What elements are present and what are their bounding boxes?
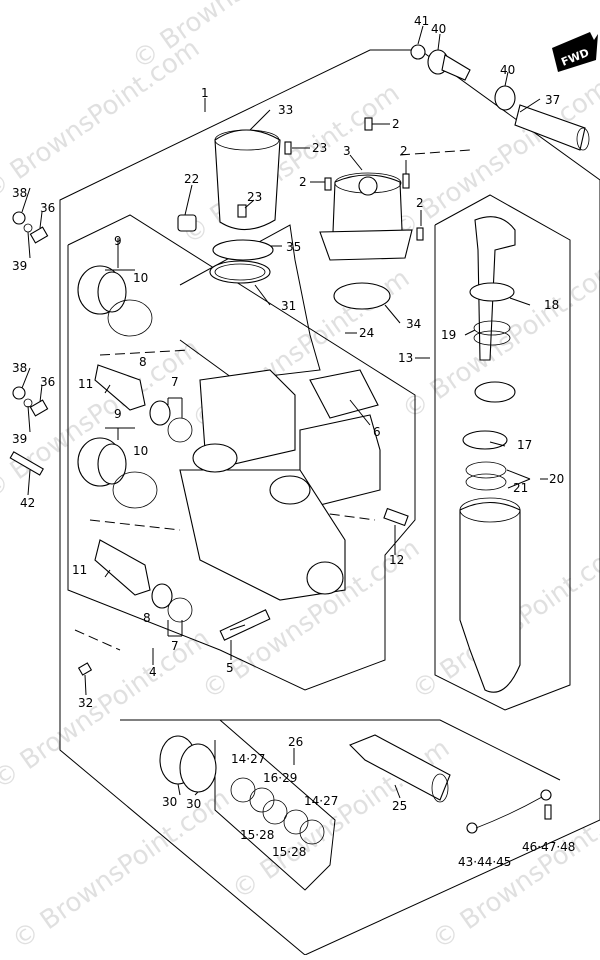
callout-14-27: 14·27 bbox=[304, 794, 338, 808]
callout-32: 32 bbox=[78, 696, 93, 710]
callout-41: 41 bbox=[414, 14, 429, 28]
callout-3: 3 bbox=[343, 144, 351, 158]
callout-11: 11 bbox=[72, 563, 87, 577]
callout-13: 13 bbox=[398, 351, 413, 365]
callout-7: 7 bbox=[171, 639, 179, 653]
tilt-pins bbox=[410, 44, 590, 151]
callout-35: 35 bbox=[286, 240, 301, 254]
callout-17: 17 bbox=[517, 438, 532, 452]
callout-33: 33 bbox=[278, 103, 293, 117]
callout-14-27: 14·27 bbox=[231, 752, 265, 766]
callout-30: 30 bbox=[186, 797, 201, 811]
bottom-parts bbox=[159, 734, 552, 845]
callout-15-28: 15·28 bbox=[272, 845, 306, 859]
callout-8: 8 bbox=[139, 355, 147, 369]
callout-37: 37 bbox=[545, 93, 560, 107]
callout-8: 8 bbox=[143, 611, 151, 625]
callout-23: 23 bbox=[312, 141, 327, 155]
callout-9: 9 bbox=[114, 234, 122, 248]
leader-lines bbox=[21, 25, 548, 799]
callout-10: 10 bbox=[133, 271, 148, 285]
callout-2: 2 bbox=[392, 117, 400, 131]
callout-16-29: 16·29 bbox=[263, 771, 297, 785]
callout-5: 5 bbox=[226, 661, 234, 675]
assembly-outlines bbox=[59, 49, 600, 956]
callout-2: 2 bbox=[299, 175, 307, 189]
trim-cylinder bbox=[459, 216, 521, 693]
left-valve-parts bbox=[77, 265, 193, 623]
fwd-direction-badge: FWD bbox=[552, 32, 598, 72]
callout-23: 23 bbox=[247, 190, 262, 204]
callout-20: 20 bbox=[549, 472, 564, 486]
callout-2: 2 bbox=[416, 196, 424, 210]
callout-39: 39 bbox=[12, 259, 27, 273]
callout-22: 22 bbox=[184, 172, 199, 186]
callout-38: 38 bbox=[12, 361, 27, 375]
reservoir-assembly bbox=[177, 129, 292, 284]
callout-34: 34 bbox=[406, 317, 421, 331]
callout-12: 12 bbox=[389, 553, 404, 567]
callout-36: 36 bbox=[40, 375, 55, 389]
callout-21: 21 bbox=[513, 481, 528, 495]
callout-46-47-48: 46·47·48 bbox=[522, 840, 575, 854]
callout-39: 39 bbox=[12, 432, 27, 446]
callout-10: 10 bbox=[133, 444, 148, 458]
callout-11: 11 bbox=[78, 377, 93, 391]
callout-4: 4 bbox=[149, 665, 157, 679]
callout-40: 40 bbox=[431, 22, 446, 36]
callout-30: 30 bbox=[162, 795, 177, 809]
callout-31: 31 bbox=[281, 299, 296, 313]
callout-9: 9 bbox=[114, 407, 122, 421]
callout-1: 1 bbox=[201, 86, 209, 100]
callout-24: 24 bbox=[359, 326, 374, 340]
callout-18: 18 bbox=[544, 298, 559, 312]
callout-33-left: 38 bbox=[12, 186, 27, 200]
callout-labels: 1 2 2 2 2 3 4 5 6 7 7 8 8 9 9 10 10 11 1… bbox=[12, 14, 575, 869]
callout-26: 26 bbox=[288, 735, 303, 749]
callout-6: 6 bbox=[373, 425, 381, 439]
callout-36: 36 bbox=[40, 201, 55, 215]
callout-43-44-45: 43·44·45 bbox=[458, 855, 511, 869]
callout-42: 42 bbox=[20, 496, 35, 510]
callout-25: 25 bbox=[392, 799, 407, 813]
callout-7: 7 bbox=[171, 375, 179, 389]
callout-15-28: 15·28 bbox=[240, 828, 274, 842]
callout-40: 40 bbox=[500, 63, 515, 77]
valve-body bbox=[179, 369, 409, 641]
callout-2: 2 bbox=[400, 144, 408, 158]
callout-19: 19 bbox=[441, 328, 456, 342]
left-small-parts bbox=[9, 211, 93, 676]
watermark: © BrownsPoint.com bbox=[427, 783, 600, 955]
pump-motor-assembly bbox=[319, 117, 424, 310]
